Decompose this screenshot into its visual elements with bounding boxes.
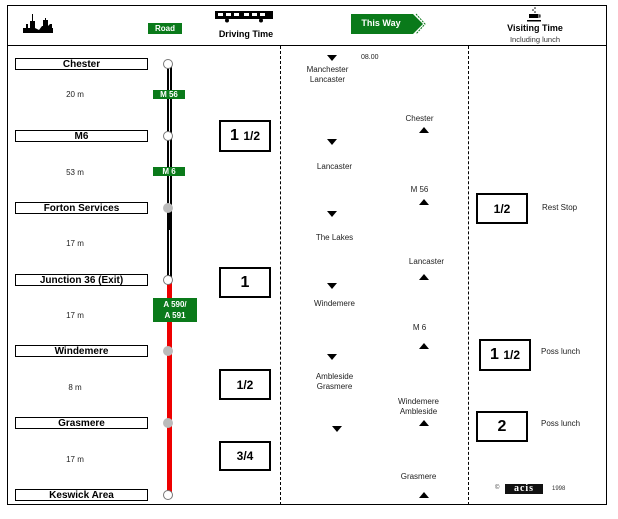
up-arrow-icon <box>419 420 429 426</box>
time-fraction: 3/4 <box>236 449 254 463</box>
city-skyline-icon <box>23 14 53 33</box>
coach-bus-icon <box>215 11 273 23</box>
road-segment-motorway-2-center <box>169 230 170 275</box>
stop-node <box>163 490 173 500</box>
time-whole: 2 <box>497 418 507 435</box>
down-label: Windemere <box>314 299 355 308</box>
stop-node <box>163 275 173 285</box>
down-arrow-icon <box>327 354 337 360</box>
down-arrow-icon <box>327 55 337 61</box>
copyright-symbol: © <box>495 485 500 491</box>
this-way-arrow-sign <box>351 13 426 35</box>
stop-label: Windemere <box>15 345 148 357</box>
visiting-note: Poss lunch <box>541 419 581 428</box>
up-label: Grasmere <box>400 472 437 481</box>
driving-time-heading: Driving Time <box>218 29 274 39</box>
stop-node <box>163 59 173 69</box>
time-whole: 1 <box>489 346 499 363</box>
road-sign: M 6 <box>153 167 185 176</box>
road-sign: M 56 <box>153 90 185 99</box>
road-legend-badge: Road <box>148 23 182 34</box>
distance-label: 17 m <box>66 455 84 464</box>
up-arrow-icon <box>419 343 429 349</box>
time-whole: 1 <box>240 274 250 291</box>
header-divider <box>7 45 607 46</box>
column-divider-driving <box>280 46 281 505</box>
road-sign-line: A 591 <box>164 311 186 320</box>
distance-label: 53 m <box>66 168 84 177</box>
stop-label: Grasmere <box>15 417 148 429</box>
this-way-label: This Way <box>361 18 401 28</box>
coffee-cup-icon <box>527 7 541 22</box>
driving-time-box: 1 <box>219 267 271 298</box>
road-segment-a-road <box>167 280 172 495</box>
visiting-time-heading: Visiting Time <box>507 23 563 33</box>
distance-label: 8 m <box>68 383 82 392</box>
time-fraction: 1/2 <box>493 202 511 216</box>
stop-node <box>163 203 173 213</box>
distance-label: 17 m <box>66 311 84 320</box>
up-label: Windemere Ambleside <box>398 397 439 416</box>
distance-label: 17 m <box>66 239 84 248</box>
down-arrow-icon <box>327 211 337 217</box>
down-label: Ambleside Grasmere <box>315 372 354 391</box>
stop-label: Forton Services <box>15 202 148 214</box>
up-label: Chester <box>405 114 434 123</box>
up-label: M 56 <box>410 185 429 194</box>
road-sign-line: A 590/ <box>163 300 187 309</box>
road-sign-a590-a591: A 590/ A 591 <box>153 298 197 322</box>
visiting-note: Poss lunch <box>541 347 581 356</box>
down-label: Manchester Lancaster <box>306 65 349 84</box>
distance-label: 20 m <box>66 90 84 99</box>
up-arrow-icon <box>419 127 429 133</box>
time-fraction: 1/2 <box>236 378 254 392</box>
diagram-frame <box>7 5 607 505</box>
stop-node <box>163 418 173 428</box>
start-time: 08.00 <box>361 54 379 61</box>
visiting-time-box: 2 <box>476 411 528 442</box>
stop-node <box>163 346 173 356</box>
up-arrow-icon <box>419 492 429 498</box>
driving-time-box: 1/2 <box>219 369 271 400</box>
driving-time-box: 1 1/2 <box>219 120 271 152</box>
time-whole: 1 <box>229 127 239 144</box>
stop-label: Keswick Area <box>15 489 148 501</box>
driving-time-box: 3/4 <box>219 441 271 471</box>
visiting-note: Rest Stop <box>542 203 578 212</box>
up-label: M 6 <box>412 323 427 332</box>
up-arrow-icon <box>419 199 429 205</box>
column-divider-this-way <box>468 46 469 505</box>
down-label: Lancaster <box>316 162 353 171</box>
down-arrow-icon <box>327 283 337 289</box>
down-arrow-icon <box>327 139 337 145</box>
up-arrow-icon <box>419 274 429 280</box>
up-label: Lancaster <box>408 257 445 266</box>
stop-label: Chester <box>15 58 148 70</box>
copyright-year: 1998 <box>552 486 566 492</box>
acis-logo: acis <box>505 484 543 494</box>
stop-label: Junction 36 (Exit) <box>15 274 148 286</box>
visiting-time-subheading: Including lunch <box>509 35 561 44</box>
time-fraction: 1/2 <box>243 129 261 143</box>
time-fraction: 1/2 <box>503 348 521 362</box>
down-label: The Lakes <box>315 233 354 242</box>
visiting-time-box: 1/2 <box>476 193 528 224</box>
visiting-time-box: 1 1/2 <box>479 339 531 371</box>
stop-node <box>163 131 173 141</box>
stop-label: M6 <box>15 130 148 142</box>
down-arrow-icon <box>332 426 342 432</box>
